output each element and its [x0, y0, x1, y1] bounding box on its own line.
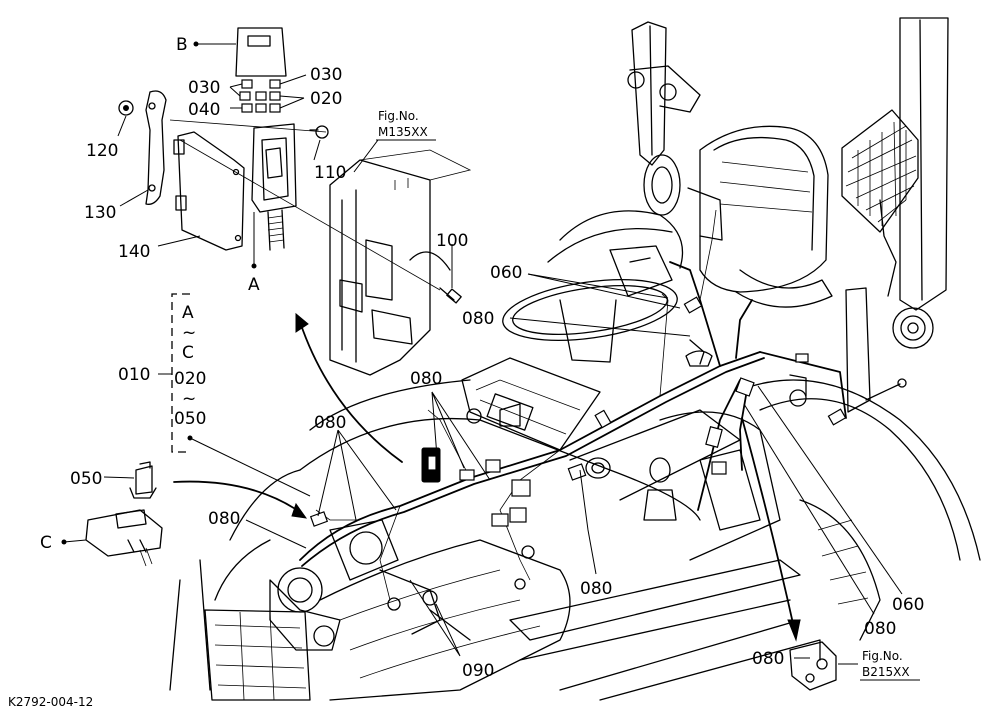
fig-ref-top-number: M135XX — [378, 125, 428, 139]
label-080-right: 080 — [864, 619, 896, 639]
label-080-bottom: 080 — [752, 649, 784, 669]
label-090: 090 — [462, 661, 494, 681]
fig-ref-bottom-number: B215XX — [862, 665, 910, 679]
label-030-left: 030 — [188, 78, 220, 98]
label-080-center: 080 — [314, 413, 346, 433]
brace-label-A: A — [182, 303, 194, 323]
tractor-illustration — [169, 17, 981, 701]
label-120: 120 — [86, 141, 118, 161]
brace-label-C: C — [182, 343, 194, 363]
label-080-left: 080 — [208, 509, 240, 529]
brace-label-050: 050 — [174, 409, 206, 429]
label-C: C — [40, 533, 52, 553]
fig-ref-bottom-label: Fig.No. — [862, 649, 903, 663]
label-030-right: 030 — [310, 65, 342, 85]
brace-label-020: 020 — [174, 369, 206, 389]
label-110: 110 — [314, 163, 346, 183]
label-140: 140 — [118, 242, 150, 262]
brace-label-tilde1: ~ — [182, 323, 196, 343]
fuse-box-assembly — [85, 27, 462, 567]
label-010: 010 — [118, 365, 150, 385]
label-080-mid: 080 — [410, 369, 442, 389]
label-B: B — [176, 35, 188, 55]
label-050: 050 — [70, 469, 102, 489]
label-130: 130 — [84, 203, 116, 223]
label-060-lower: 060 — [892, 595, 924, 615]
label-080-upper: 080 — [462, 309, 494, 329]
label-080-lower: 080 — [580, 579, 612, 599]
label-060-upper: 060 — [490, 263, 522, 283]
fig-ref-top-label: Fig.No. — [378, 109, 419, 123]
label-040: 040 — [188, 100, 220, 120]
label-020-top: 020 — [310, 89, 342, 109]
group-bracket-010 — [158, 293, 190, 453]
drawing-code: K2792-004-12 — [8, 695, 93, 709]
label-100: 100 — [436, 231, 468, 251]
label-A: A — [248, 275, 260, 295]
brace-label-tilde2: ~ — [182, 389, 196, 409]
part-labels: B 030 040 030 020 120 110 130 140 A 100 … — [8, 35, 924, 709]
bracket-b215xx — [789, 641, 837, 691]
